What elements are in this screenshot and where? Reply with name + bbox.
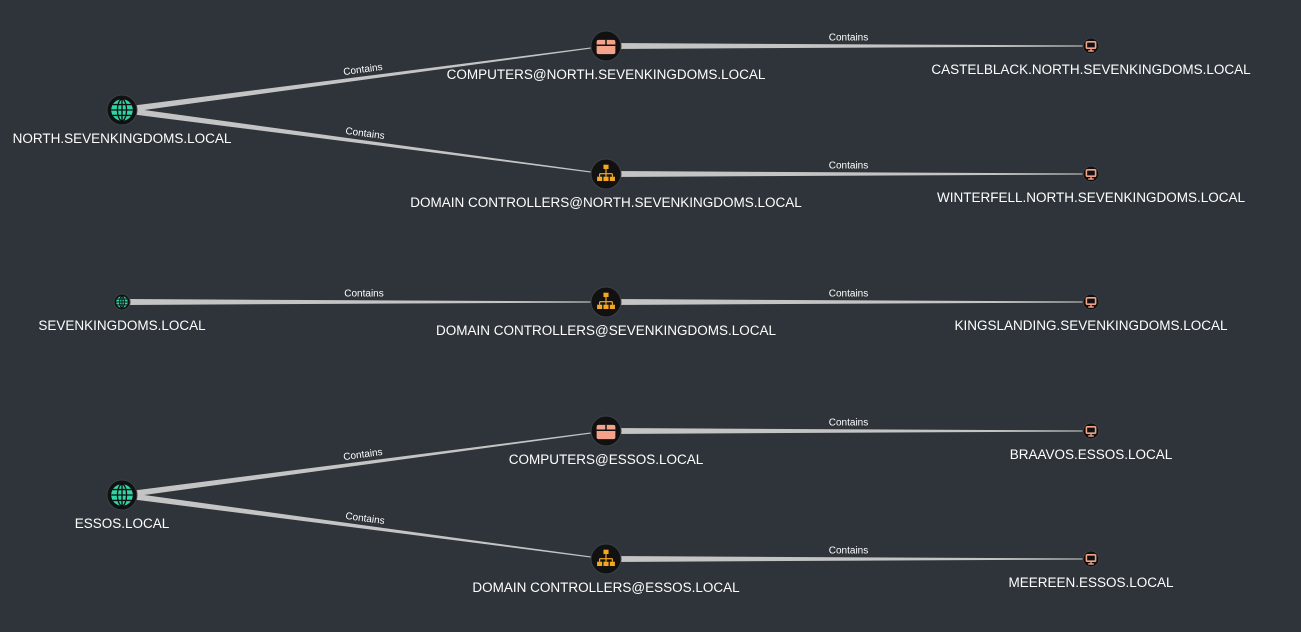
edge-computers_north-to-castelblack[interactable]	[606, 43, 1091, 49]
edge-north-to-dc_north[interactable]	[121, 107, 607, 175]
edge-computers_essos-to-braavos[interactable]	[606, 428, 1091, 434]
edge-dc_seven-to-kingslanding[interactable]	[606, 299, 1091, 305]
org-chart-icon	[597, 292, 615, 310]
computer-icon	[1085, 425, 1097, 437]
ou-box-icon	[596, 424, 616, 440]
node-braavos-essos-local[interactable]	[1082, 422, 1100, 440]
node-computers-north-sevenkingdoms-local[interactable]	[590, 30, 622, 62]
node-castelblack-north-sevenkingdoms-local[interactable]	[1082, 37, 1100, 55]
node-kingslanding-sevenkingdoms-local[interactable]	[1082, 293, 1100, 311]
node-winterfell-north-sevenkingdoms-local[interactable]	[1082, 165, 1100, 183]
edge-essos-to-computers_essos[interactable]	[121, 430, 607, 498]
node-meereen-essos-local[interactable]	[1082, 550, 1100, 568]
globe-icon	[111, 98, 133, 122]
org-chart-icon	[597, 164, 615, 182]
edge-dc_north-to-winterfell[interactable]	[606, 171, 1091, 177]
node-domain-controllers-essos-local[interactable]	[590, 543, 622, 575]
computer-icon	[1085, 40, 1097, 52]
node-domain-controllers-north-sevenkingdoms-local[interactable]	[590, 158, 622, 190]
node-layer	[106, 30, 1100, 575]
ou-box-icon	[596, 39, 616, 55]
node-domain-controllers-sevenkingdoms-local[interactable]	[590, 286, 622, 318]
node-sevenkingdoms-local[interactable]	[113, 293, 131, 311]
edge-dc_essos-to-meereen[interactable]	[606, 556, 1091, 562]
edge-layer	[121, 43, 1091, 562]
node-computers-essos-local[interactable]	[590, 415, 622, 447]
edge-essos-to-dc_essos[interactable]	[121, 492, 607, 560]
edge-sevenkingdoms-to-dc_seven[interactable]	[122, 299, 606, 305]
computer-icon	[1085, 553, 1097, 565]
globe-icon	[116, 295, 128, 309]
org-chart-icon	[597, 549, 615, 567]
node-essos-local[interactable]	[106, 479, 138, 511]
computer-icon	[1085, 296, 1097, 308]
node-north-sevenkingdoms-local[interactable]	[106, 94, 138, 126]
edge-north-to-computers_north[interactable]	[121, 45, 607, 113]
computer-icon	[1085, 169, 1097, 180]
globe-icon	[111, 483, 133, 507]
